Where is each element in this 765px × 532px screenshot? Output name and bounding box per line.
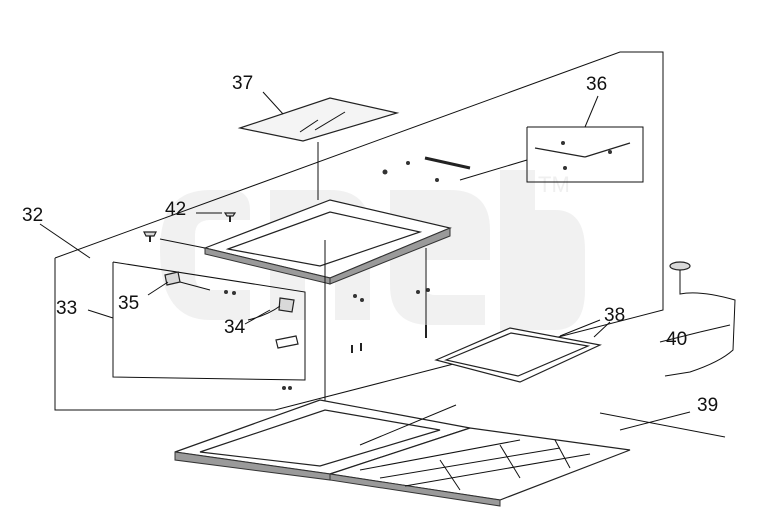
callout-labels: 37 36 42 32 33 35 34 38 40 39 [22,73,718,416]
callout-38: 38 [604,305,625,326]
leader-lines [39,91,701,431]
bottom-tray-39 [174,399,726,507]
screw-42 [143,212,237,242]
watermark-tm: TM [538,172,570,197]
callout-37: 37 [232,73,253,94]
callout-39: 39 [697,395,718,416]
drain-hose-40 [664,261,736,377]
seal-38 [434,319,602,383]
gas-strut-loose [382,156,471,182]
glass-panel-37 [237,97,400,200]
callout-36: 36 [586,74,607,95]
gas-strut-36-group [459,126,644,183]
assembly-outline [54,51,664,411]
callout-33: 33 [56,298,77,319]
callout-35: 35 [118,293,139,314]
bracket-assembly-box [112,261,306,390]
callout-42: 42 [165,199,186,220]
callout-34: 34 [224,317,246,338]
sunroof-frame [159,199,452,445]
callout-40: 40 [666,329,687,350]
callout-32: 32 [22,205,43,226]
frame-hardware [351,248,430,353]
